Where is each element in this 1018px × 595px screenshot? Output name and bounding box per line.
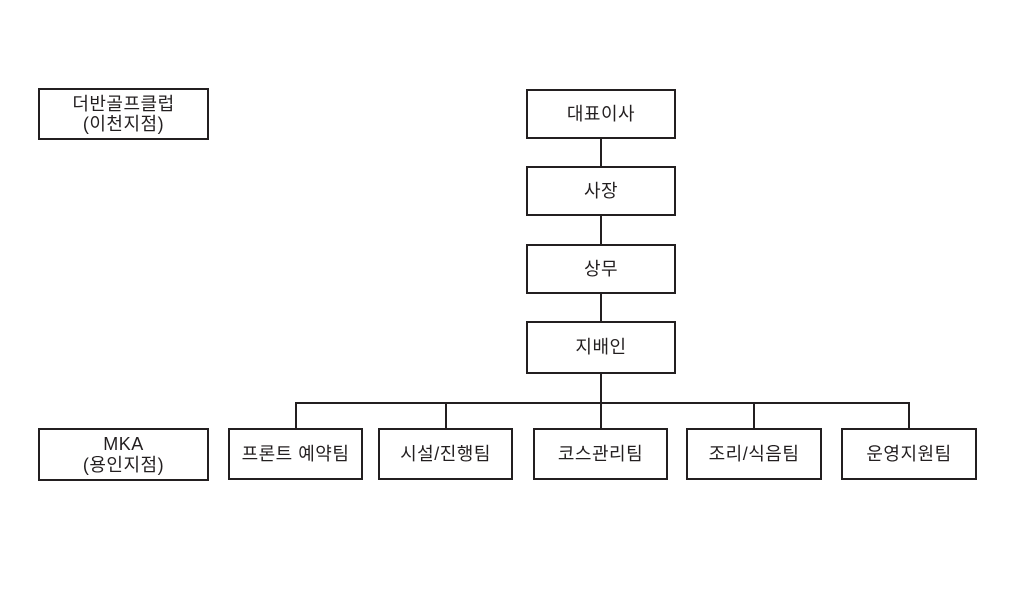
node-team-course-management-label: 코스관리팀 [557, 443, 644, 464]
node-general-manager-label: 지배인 [575, 337, 627, 358]
node-team-front-reservation: 프론트 예약팀 [228, 428, 363, 480]
node-general-manager: 지배인 [526, 321, 676, 374]
node-team-facility-operation: 시설/진행팀 [378, 428, 513, 480]
node-ceo: 대표이사 [526, 89, 676, 139]
node-managing-director: 상무 [526, 244, 676, 294]
connector-gm-teams-stem [600, 374, 602, 403]
connector-drop-course-management [600, 402, 602, 428]
node-team-cooking-fnb: 조리/식음팀 [686, 428, 822, 480]
node-managing-director-label: 상무 [583, 258, 619, 279]
node-team-course-management: 코스관리팀 [533, 428, 668, 480]
node-durban-name: 더반골프클럽 [72, 93, 175, 114]
connector-drop-front-reservation [295, 402, 297, 428]
node-team-operation-support-label: 운영지원팀 [866, 443, 952, 464]
node-president: 사장 [526, 166, 676, 216]
node-team-operation-support: 운영지원팀 [841, 428, 977, 480]
node-team-front-reservation-label: 프론트 예약팀 [241, 443, 350, 464]
node-team-cooking-fnb-label: 조리/식음팀 [708, 443, 800, 464]
connector-drop-cooking-fnb [753, 402, 755, 428]
node-durban-golf-club: 더반골프클럽 (이천지점) [38, 88, 209, 140]
node-durban-branch: (이천지점) [82, 114, 165, 134]
connector-ceo-president [600, 139, 602, 166]
connector-teams-horizontal [295, 402, 909, 404]
connector-president-md [600, 216, 602, 244]
node-president-label: 사장 [583, 180, 619, 201]
connector-drop-operation-support [908, 402, 910, 428]
node-mka-branch: (용인지점) [82, 454, 165, 475]
node-mka-name: MKA [103, 434, 144, 455]
node-ceo-label: 대표이사 [566, 103, 636, 124]
connector-drop-facility-operation [445, 402, 447, 428]
node-team-facility-operation-label: 시설/진행팀 [400, 443, 491, 464]
connector-md-gm [600, 294, 602, 321]
node-mka: MKA (용인지점) [38, 428, 209, 481]
